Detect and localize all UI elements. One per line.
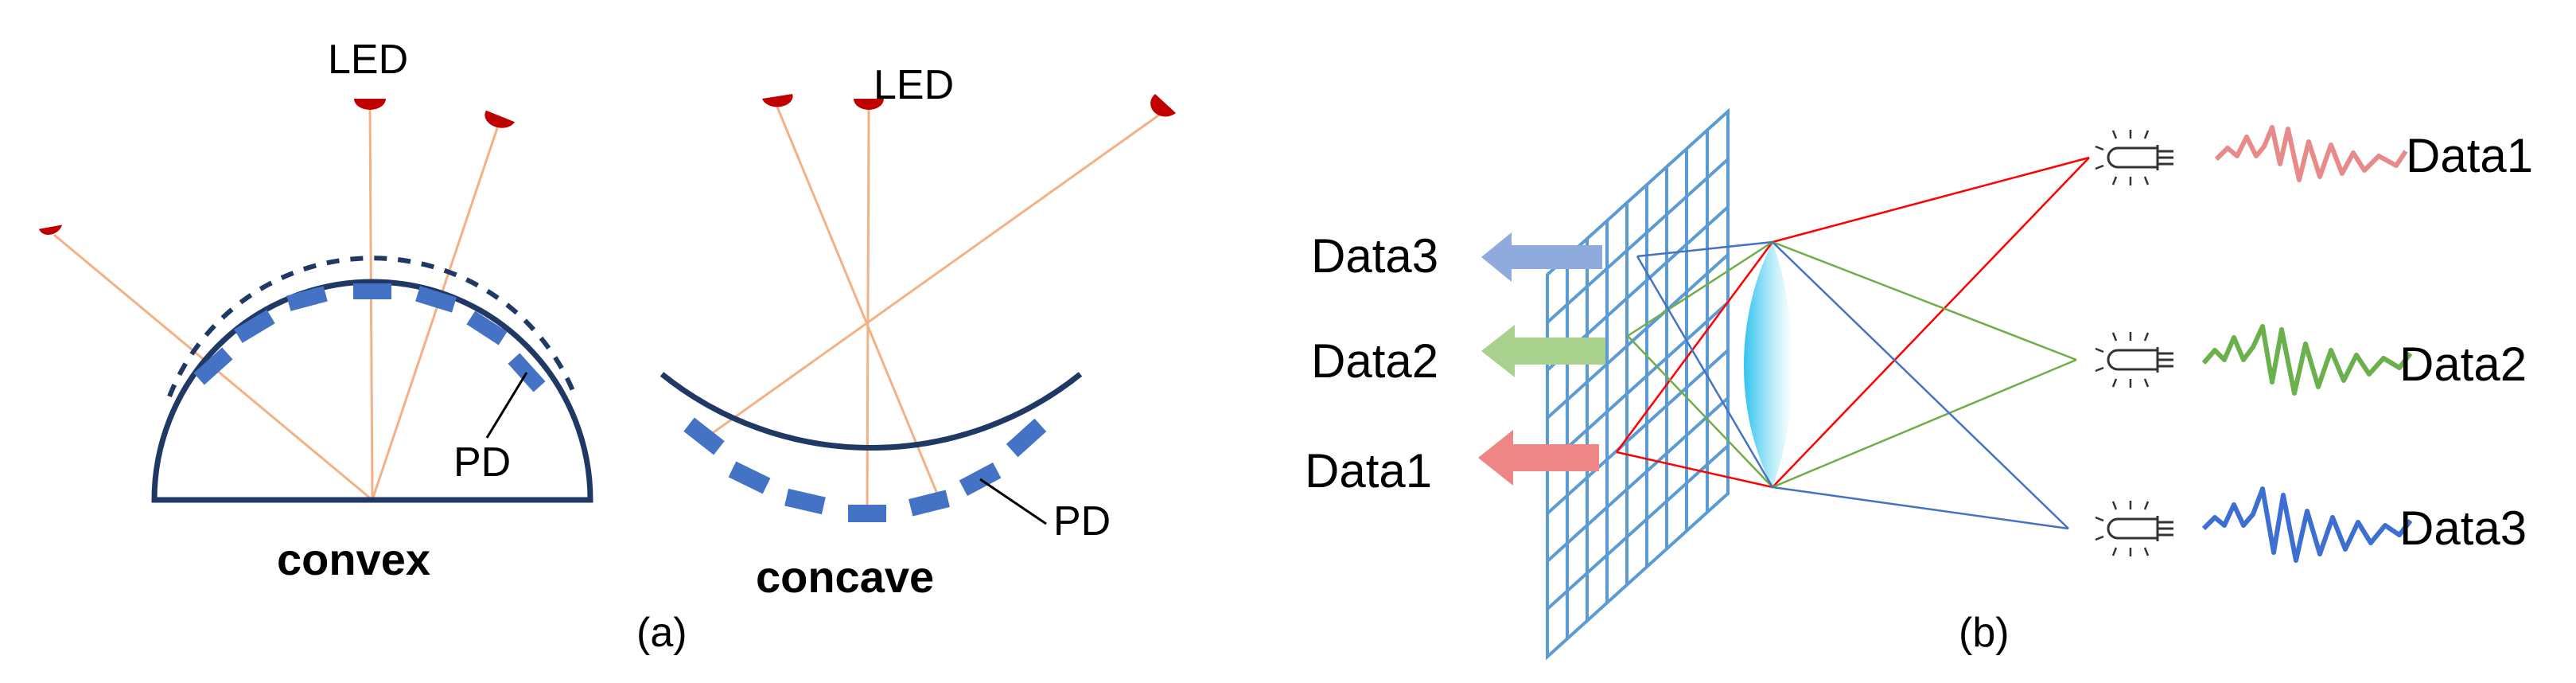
output-arrows	[1478, 232, 1605, 486]
transmitter-label-data2: Data2	[2399, 338, 2527, 391]
output-arrow-data1	[1478, 430, 1599, 486]
output-arrow-data3	[1481, 232, 1602, 282]
panel-a-caption: (a)	[636, 610, 687, 656]
transmitter-label-data3: Data3	[2399, 502, 2527, 555]
lens	[1744, 242, 1793, 487]
concave-pd-label: PD	[1053, 498, 1111, 544]
led-icon	[762, 94, 793, 107]
output-arrow-data2	[1481, 325, 1605, 377]
concave-pd-pointer	[979, 478, 1047, 525]
led-transmitter-icon	[2094, 330, 2175, 389]
output-label-data1: Data1	[1305, 444, 1432, 498]
concave-led-group	[762, 94, 1176, 117]
led-transmitter-icon	[2094, 128, 2175, 187]
convex-title: convex	[277, 534, 430, 584]
transmitter-label-data1: Data1	[2406, 129, 2533, 182]
convex-dome	[151, 279, 593, 503]
concave-pd-array	[683, 417, 1047, 522]
convex-pd-pointer	[485, 372, 528, 439]
convex-dashed-outline	[167, 256, 578, 398]
waveform-data2	[2201, 324, 2413, 396]
led-icon	[354, 99, 386, 110]
convex-led-group	[38, 99, 516, 235]
concave-bowl	[660, 372, 1083, 451]
led-icon	[38, 224, 63, 235]
concave-diagram: LED PD concave	[660, 62, 1176, 602]
led-icon	[1150, 94, 1176, 117]
rays-data2	[1627, 240, 2077, 489]
concave-light-rays	[707, 104, 1167, 510]
panel-b-caption: (b)	[1959, 610, 2010, 656]
concave-title: concave	[756, 552, 934, 602]
convex-diagram: LED PD convex	[38, 37, 593, 584]
led-transmitter-icon	[2094, 499, 2175, 558]
waveform-data3	[2201, 486, 2413, 563]
panel-b-diagram: Data3 Data2 Data1 Data1 Data2 Data3	[1305, 107, 2533, 661]
waveform-data1	[2214, 125, 2408, 182]
convex-led-label: LED	[328, 37, 408, 83]
led-icon	[484, 110, 516, 128]
concave-led-label: LED	[874, 62, 954, 108]
receiver-grid	[1546, 107, 1730, 661]
convex-pd-label: PD	[453, 439, 511, 486]
rays-data3	[1636, 240, 2069, 530]
output-label-data3: Data3	[1311, 229, 1438, 283]
output-label-data2: Data2	[1311, 334, 1438, 388]
led-icon	[854, 99, 884, 110]
convex-pd-array	[193, 283, 546, 392]
